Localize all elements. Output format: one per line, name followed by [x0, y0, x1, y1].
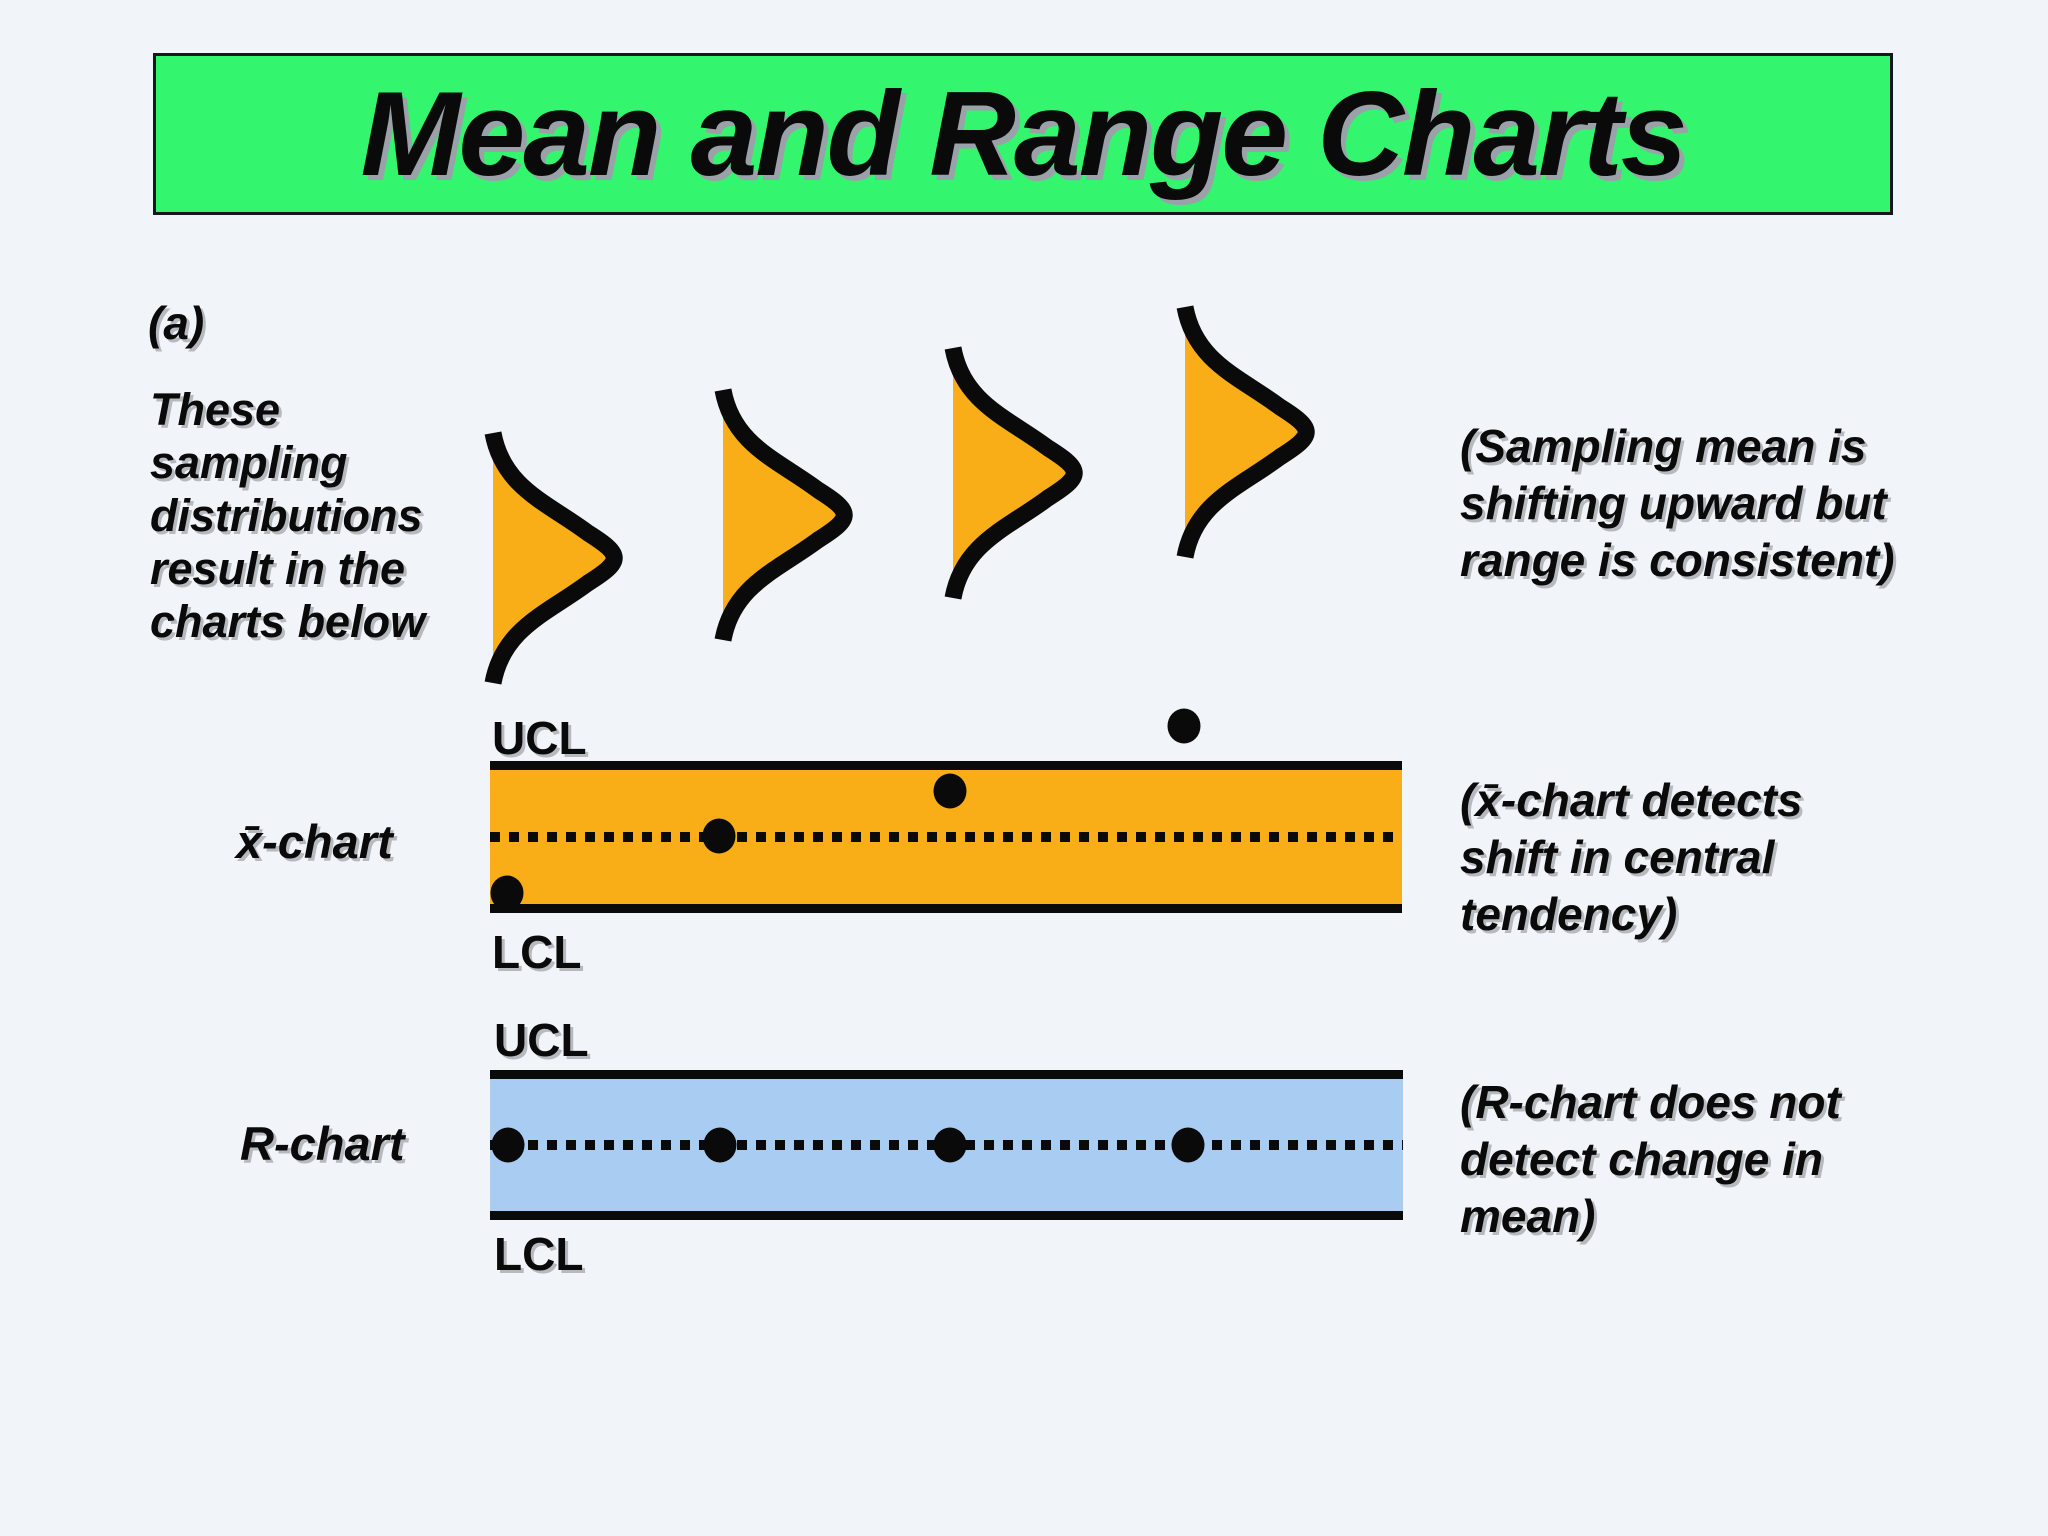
sampling-note: (Sampling mean is shifting upward but ra…: [1460, 418, 1895, 589]
bell-curve-4: [1185, 307, 1306, 557]
xbar-ucl-line: [490, 761, 1402, 770]
note-line: tendency): [1460, 888, 1678, 940]
data-point: [1167, 708, 1201, 744]
note-line: mean): [1460, 1190, 1596, 1242]
r-chart-band: [490, 1070, 1403, 1220]
r-ucl-line: [490, 1070, 1403, 1079]
panel-label: (a): [148, 297, 205, 349]
xbar-ucl-label: UCL: [492, 712, 587, 764]
r-lcl-line: [490, 1211, 1403, 1220]
xbar-lcl-line: [490, 904, 1402, 913]
intro-line: These: [150, 384, 281, 435]
r-note: (R-chart does not detect change in mean): [1460, 1074, 1841, 1245]
note-line: detect change in: [1460, 1133, 1823, 1185]
note-line: shifting upward but: [1460, 477, 1887, 529]
note-line: range is consistent): [1460, 534, 1895, 586]
data-point: [933, 1127, 967, 1163]
title-banner: Mean and Range Charts: [153, 53, 1893, 215]
note-line: (Sampling mean is: [1460, 420, 1867, 472]
intro-line: sampling: [150, 437, 348, 488]
xbar-chart-label: x̄-chart: [236, 815, 393, 868]
xbar-chart-band: [490, 708, 1402, 913]
xbar-note: (x̄-chart detects shift in central tende…: [1460, 772, 1803, 943]
note-line: shift in central: [1460, 831, 1775, 883]
bell-curve-3: [953, 348, 1074, 598]
r-lcl-label: LCL: [494, 1228, 584, 1280]
data-point: [491, 1127, 525, 1163]
r-ucl-label: UCL: [494, 1014, 589, 1066]
intro-line: result in the: [150, 543, 406, 594]
r-chart-label: R-chart: [240, 1117, 405, 1170]
data-point: [702, 818, 736, 854]
note-line: (x̄-chart detects: [1460, 774, 1803, 826]
note-line: (R-chart does not: [1460, 1076, 1841, 1128]
data-point: [703, 1127, 737, 1163]
intro-text: These sampling distributions result in t…: [150, 383, 425, 648]
bell-curve-1: [493, 433, 614, 683]
data-point: [933, 773, 967, 809]
intro-line: charts below: [150, 596, 426, 647]
intro-line: distributions: [150, 490, 423, 541]
xbar-lcl-label: LCL: [492, 926, 582, 978]
bell-curve-2: [723, 390, 844, 640]
page-title: Mean and Range Charts: [360, 67, 1688, 201]
sampling-distribution-curves: [460, 280, 1340, 710]
data-point: [490, 875, 524, 911]
xbar-center-line: [490, 832, 1402, 842]
data-point: [1171, 1127, 1205, 1163]
